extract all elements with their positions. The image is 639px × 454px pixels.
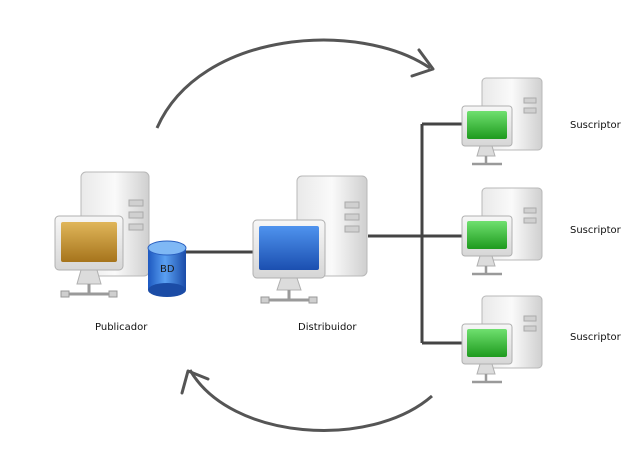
publisher-monitor xyxy=(54,215,124,285)
distributor-monitor xyxy=(252,219,326,291)
subscriber-computer-2 xyxy=(461,187,543,276)
distributor-computer xyxy=(252,175,368,304)
connection-lines xyxy=(182,122,468,345)
subscriber-label-1: Suscriptor xyxy=(570,120,621,131)
subscriber-computer-1 xyxy=(461,77,543,166)
database-icon xyxy=(147,240,187,297)
bottom-curved-arrow xyxy=(180,369,433,432)
publisher-computer xyxy=(54,171,150,298)
subscriber-screen xyxy=(467,111,507,139)
subscriber-label-3: Suscriptor xyxy=(570,332,621,343)
publisher-screen xyxy=(61,222,117,262)
publisher-label: Publicador xyxy=(95,322,148,333)
distributor-label: Distribuidor xyxy=(298,322,357,333)
database-label: BD xyxy=(160,264,175,275)
subscriber-computer-3 xyxy=(461,295,543,384)
distributor-screen xyxy=(259,226,319,270)
network-connector-icon xyxy=(269,290,311,302)
network-connector-icon xyxy=(69,284,111,296)
top-curved-arrow xyxy=(155,38,435,129)
subscriber-screen xyxy=(467,329,507,357)
subscriber-screen xyxy=(467,221,507,249)
subscriber-label-2: Suscriptor xyxy=(570,225,621,236)
